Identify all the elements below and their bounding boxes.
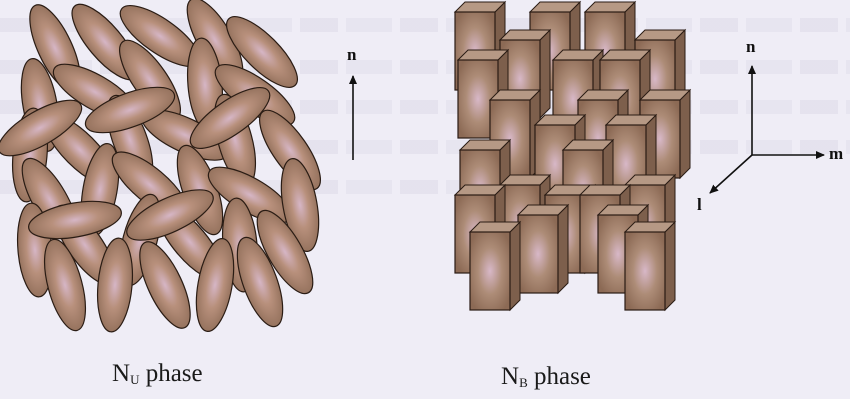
nb-molecule-box bbox=[470, 222, 520, 310]
nb-phase-caption: NB phase bbox=[501, 363, 591, 391]
nb-phase-boxes bbox=[455, 2, 690, 310]
nu-phase-caption: NU phase bbox=[112, 360, 203, 388]
nb-molecule-box bbox=[518, 205, 568, 293]
nu-phase-ellipsoids bbox=[0, 0, 331, 335]
nb-axis-n-label: n bbox=[746, 38, 755, 55]
nu-axis-n-label: n bbox=[347, 46, 356, 63]
axis-l-arrow bbox=[710, 155, 752, 193]
nb-molecule-box bbox=[625, 222, 675, 310]
nb-axis-m-label: m bbox=[829, 145, 843, 162]
nb-axes bbox=[710, 66, 824, 193]
nb-axis-l-label: l bbox=[697, 196, 702, 213]
